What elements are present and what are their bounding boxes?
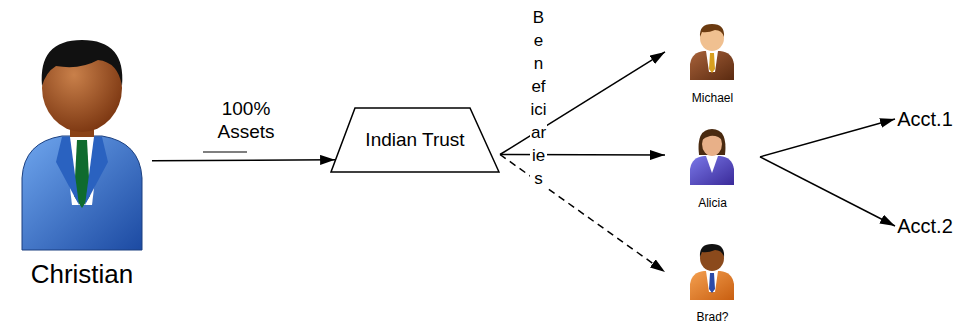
trapezoid-shape bbox=[331, 108, 499, 172]
arrow-connector bbox=[500, 52, 665, 155]
node-label: Indian Trust bbox=[365, 129, 464, 151]
shirt bbox=[706, 156, 718, 173]
person-icon bbox=[690, 244, 734, 300]
hair bbox=[701, 131, 723, 141]
person-icon bbox=[690, 129, 734, 185]
hair bbox=[699, 129, 726, 155]
hair bbox=[42, 40, 123, 86]
hair bbox=[700, 244, 724, 257]
node-label: Brad? bbox=[696, 310, 728, 324]
account-node: Acct.1 bbox=[895, 106, 955, 132]
node-label: Christian bbox=[31, 259, 134, 290]
edge-label: 100% Assets bbox=[205, 97, 287, 143]
suit bbox=[690, 271, 734, 300]
shirt bbox=[706, 51, 718, 72]
lapel bbox=[56, 137, 79, 205]
person-icon bbox=[690, 24, 734, 80]
stray-dash bbox=[203, 151, 247, 152]
vertical-label: Beneficiaries bbox=[530, 6, 547, 190]
tie bbox=[709, 273, 715, 293]
person-icon bbox=[22, 40, 142, 250]
person-node: Christian bbox=[12, 112, 152, 290]
person-node: Brad? bbox=[665, 236, 760, 324]
shirt bbox=[706, 271, 718, 292]
head bbox=[702, 132, 722, 156]
suit bbox=[690, 51, 734, 80]
account-node: Acct.2 bbox=[895, 213, 955, 239]
arrow-connector bbox=[500, 155, 665, 273]
person-node: Alicia bbox=[665, 120, 760, 210]
arrow-connector bbox=[152, 160, 335, 161]
suit bbox=[690, 156, 734, 185]
node-label: Michael bbox=[692, 91, 733, 105]
node-label: Acct.2 bbox=[897, 214, 953, 238]
trust-trapezoid: Indian Trust bbox=[330, 107, 500, 173]
lapel bbox=[85, 137, 108, 205]
suit bbox=[22, 136, 142, 250]
node-label: Acct.1 bbox=[897, 107, 953, 131]
tie bbox=[709, 53, 715, 73]
head bbox=[700, 25, 724, 51]
person-node: Michael bbox=[665, 15, 760, 105]
arrow-connector bbox=[760, 157, 895, 226]
arrow-connector bbox=[760, 119, 895, 157]
head bbox=[700, 245, 724, 271]
hair bbox=[700, 24, 724, 37]
node-label: Alicia bbox=[698, 196, 727, 210]
arrow-connector bbox=[500, 154, 665, 156]
